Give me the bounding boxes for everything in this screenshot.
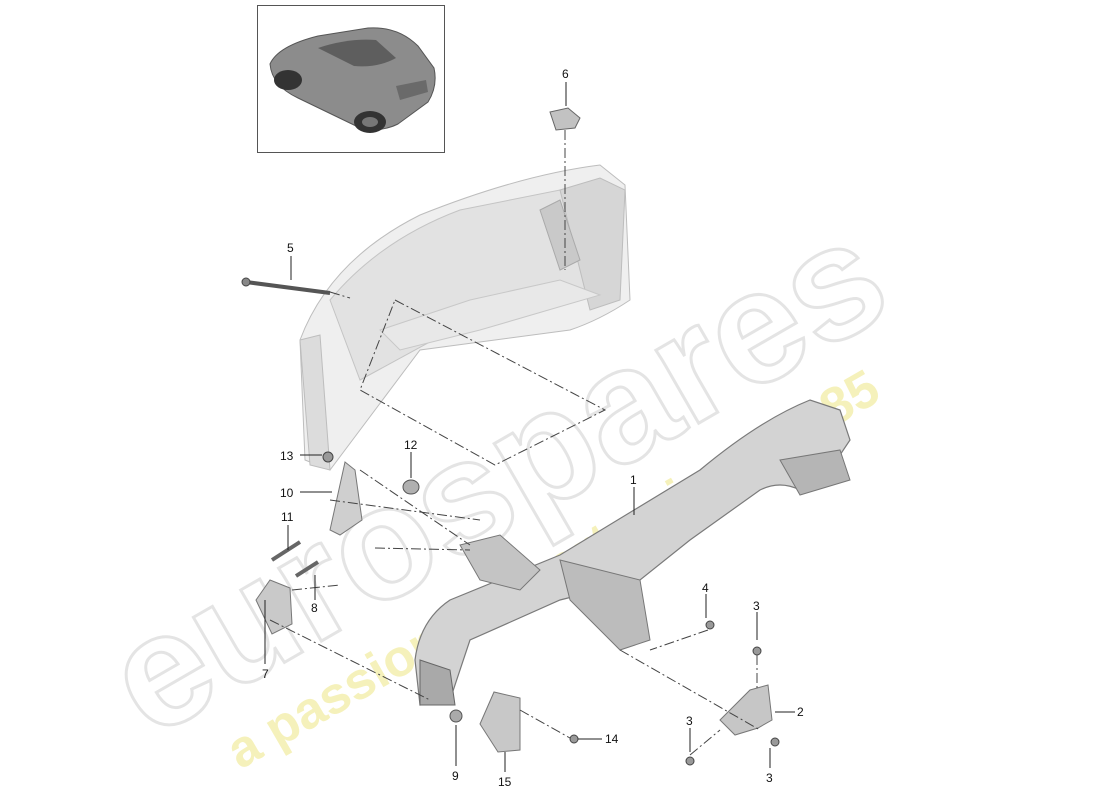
nut-part-9 <box>449 709 463 723</box>
leader-lines <box>264 82 795 772</box>
callouts: 1 2 3 3 3 4 5 6 7 8 9 10 11 12 13 14 15 <box>262 67 804 789</box>
callout-6: 6 <box>562 67 569 81</box>
bolt-part-5 <box>241 277 331 295</box>
callout-3-left: 3 <box>686 714 693 728</box>
callout-14: 14 <box>605 732 619 746</box>
callout-4: 4 <box>702 581 709 595</box>
module-part-15 <box>479 691 521 753</box>
callout-5: 5 <box>287 241 294 255</box>
car-icon <box>269 27 436 133</box>
callout-15: 15 <box>498 775 512 789</box>
vehicle-thumbnail <box>257 5 445 153</box>
assembly-lines <box>269 130 761 756</box>
callout-13: 13 <box>280 449 294 463</box>
bolt-part-11 <box>270 540 302 562</box>
bracket-part-6 <box>549 107 581 131</box>
screw-part-3-top <box>752 646 762 656</box>
callout-9: 9 <box>452 769 459 783</box>
cross-member-part-1 <box>414 399 851 706</box>
callout-7: 7 <box>262 667 269 681</box>
callout-8: 8 <box>311 601 318 615</box>
callout-3-right: 3 <box>766 771 773 785</box>
bolt-part-8 <box>294 560 320 578</box>
gusset-part-10 <box>329 461 363 536</box>
callout-10: 10 <box>280 486 294 500</box>
screw-part-3-right <box>770 737 780 747</box>
mount-plate-part-7 <box>255 579 293 635</box>
body-shell <box>299 164 631 471</box>
bolt-part-13 <box>322 451 334 463</box>
screw-part-4 <box>705 620 715 630</box>
screw-part-3-left <box>685 756 695 766</box>
callout-1: 1 <box>630 473 637 487</box>
screw-part-14 <box>569 734 579 744</box>
bracket-part-2 <box>719 684 773 736</box>
callout-11: 11 <box>281 510 294 524</box>
nut-part-12 <box>402 479 420 495</box>
callout-12: 12 <box>404 438 418 452</box>
callout-3-top: 3 <box>753 599 760 613</box>
callout-2: 2 <box>797 705 804 719</box>
